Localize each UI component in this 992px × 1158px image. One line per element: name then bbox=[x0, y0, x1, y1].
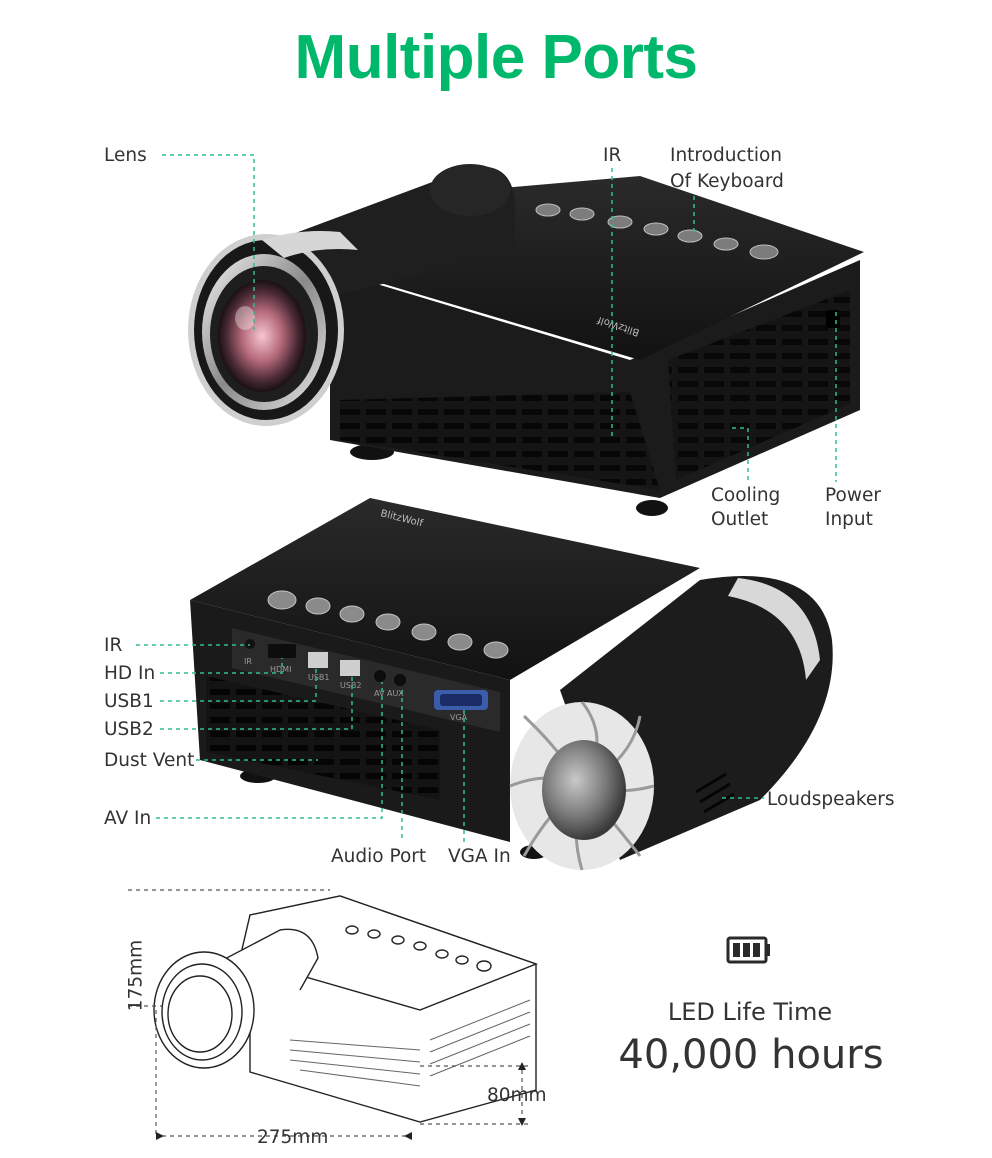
label-dim-width: 275mm bbox=[257, 1127, 329, 1148]
page-title: Multiple Ports bbox=[294, 23, 698, 92]
label-usb2: USB2 bbox=[104, 719, 154, 740]
led-life-value: 40,000 hours bbox=[618, 1032, 884, 1078]
label-power-line2: Input bbox=[825, 509, 873, 530]
port-label-av-aux: AV AUX bbox=[374, 689, 404, 698]
port-label-usb1: USB1 bbox=[308, 673, 330, 682]
port-label-vga: VGA bbox=[450, 713, 468, 722]
rear-ports bbox=[245, 639, 488, 710]
label-power-line1: Power bbox=[825, 485, 881, 506]
led-life-label: LED Life Time bbox=[667, 998, 833, 1026]
label-lens: Lens bbox=[104, 145, 147, 166]
label-dim-height: 175mm bbox=[125, 939, 147, 1012]
dimension-lines bbox=[128, 889, 528, 1137]
port-label-ir: IR bbox=[244, 657, 252, 666]
rear-projector: IR HDMI USB1 USB2 AV AUX VGA BlitzWolf bbox=[190, 498, 833, 871]
label-vga-in: VGA In bbox=[448, 846, 511, 867]
dimension-drawing bbox=[153, 895, 539, 1123]
top-projector: BlitzWolf bbox=[188, 164, 864, 516]
label-dust-vent: Dust Vent bbox=[104, 750, 195, 771]
label-keyboard-line2: Of Keyboard bbox=[670, 171, 784, 192]
label-dim-depth: 80mm bbox=[487, 1085, 547, 1106]
label-audio-port: Audio Port bbox=[331, 846, 427, 867]
label-rear-ir: IR bbox=[104, 635, 123, 656]
label-av-in: AV In bbox=[104, 808, 152, 829]
port-label-hdmi: HDMI bbox=[270, 665, 291, 674]
battery-icon bbox=[726, 936, 770, 964]
label-cooling-line2: Outlet bbox=[711, 509, 769, 530]
port-label-usb2: USB2 bbox=[340, 681, 362, 690]
label-cooling-line1: Cooling bbox=[711, 485, 781, 506]
label-loudspeakers: Loudspeakers bbox=[767, 789, 895, 810]
label-keyboard-line1: Introduction bbox=[670, 145, 783, 166]
label-top-ir: IR bbox=[603, 145, 622, 166]
leader-lines bbox=[136, 154, 837, 842]
label-hd-in: HD In bbox=[104, 663, 156, 684]
label-usb1: USB1 bbox=[104, 691, 154, 712]
